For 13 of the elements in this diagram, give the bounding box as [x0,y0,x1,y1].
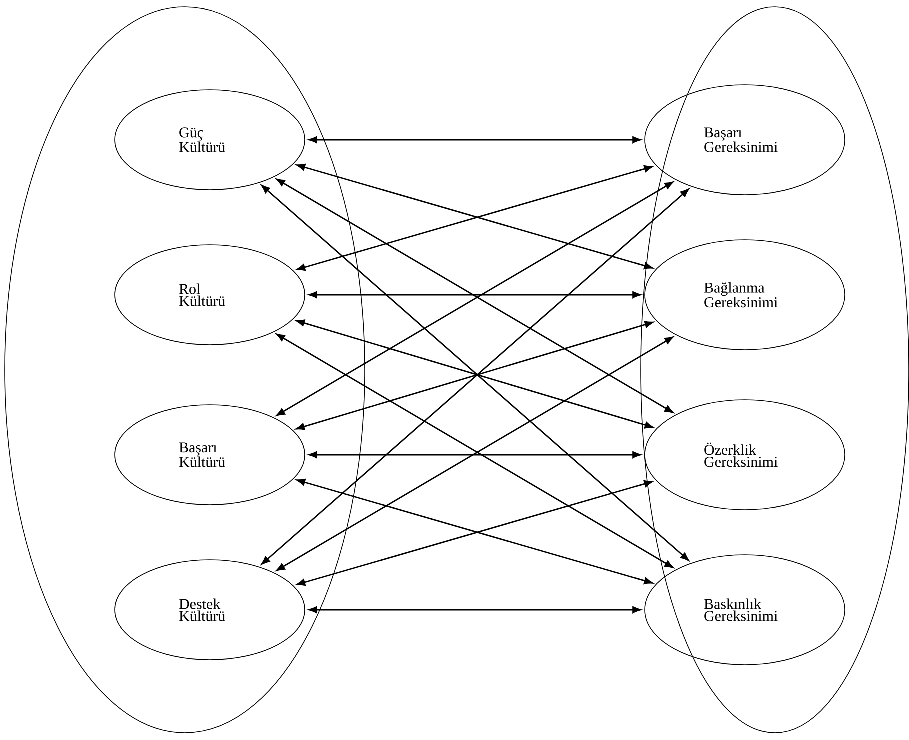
ellipse-node: Bağlanma Gereksinimi [644,240,846,350]
arrow [308,136,642,144]
ellipse-node: Özerklik Gereksinimi [644,400,846,510]
ellipse-node: Baskınlık Gereksinimi [644,554,846,666]
ellipse-node: Rol Kültürü [114,244,306,346]
arrow [308,292,642,298]
group-ellipse [4,6,366,734]
ellipse-node: Başarı Gereksinimi [644,84,846,196]
ellipse-node: Başarı Kültürü [114,404,306,506]
arrow [308,452,642,458]
ellipse-node: Destek Kültürü [114,560,306,660]
arrow [308,606,642,614]
ellipse-node: Güç Kültürü [114,90,306,190]
